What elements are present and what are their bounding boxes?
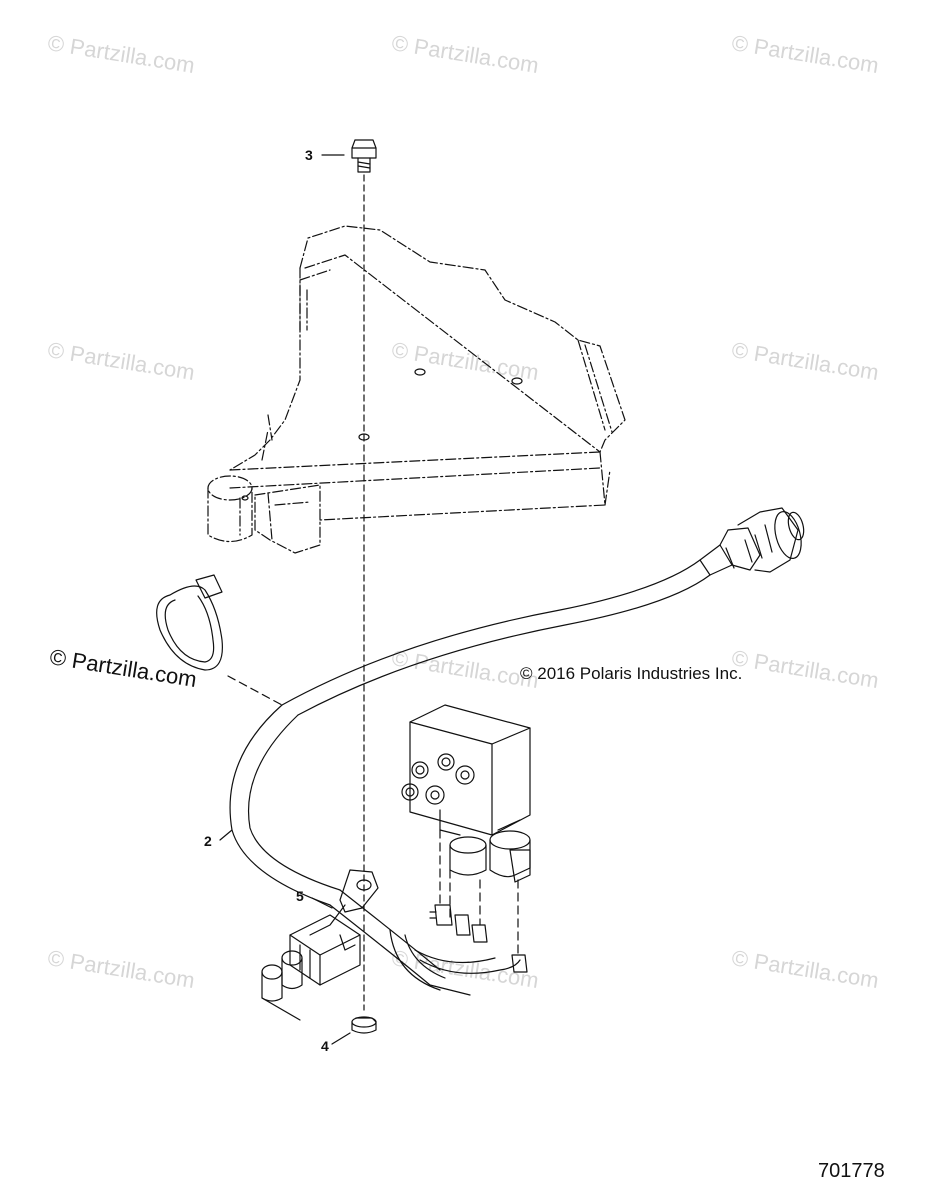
solenoid-leaders [439,829,519,956]
round-connector [699,507,805,576]
flange-nut [351,1016,377,1034]
callout-2: 2 [204,833,212,849]
cable-tie [156,574,223,671]
diagram-id: 701778 [818,1160,885,1182]
tie-leader [227,675,283,706]
pivot-tube [207,475,253,543]
callout-4-leader [331,1032,351,1045]
callout-3: 3 [305,147,313,163]
callout-4: 4 [321,1038,329,1054]
callout-2-leader [219,829,233,841]
flange-bolt [351,139,377,173]
solenoid-valve-block [401,704,531,883]
callout-5: 5 [296,888,304,904]
wire-harness [229,559,711,996]
mounting-bracket [229,225,626,554]
ground-connector [261,869,379,1021]
callout-5-leader [311,897,333,909]
copyright-notice: © 2016 Polaris Industries Inc. [520,664,743,683]
harness-plugs [429,904,528,973]
